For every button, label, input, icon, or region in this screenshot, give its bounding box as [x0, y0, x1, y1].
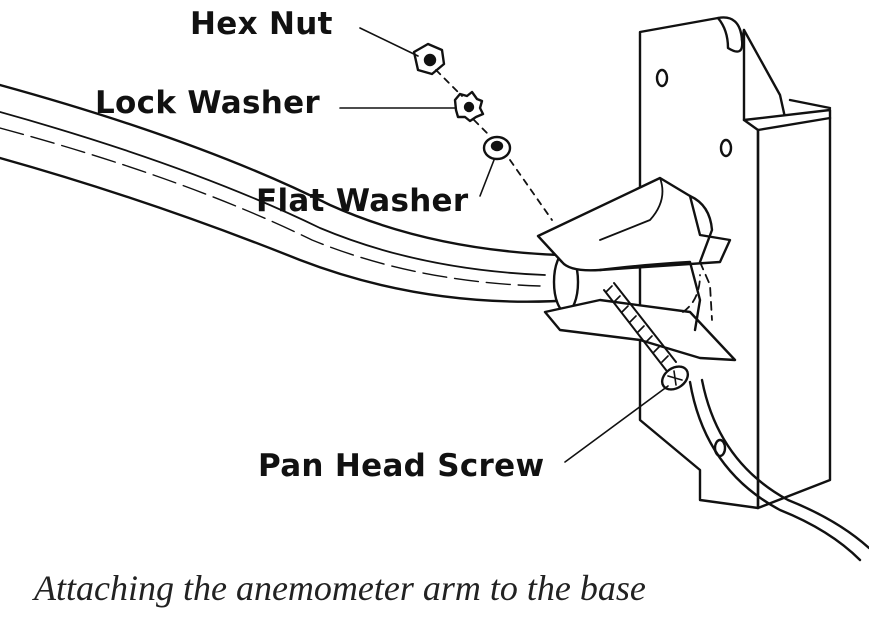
lock-washer: [453, 90, 485, 123]
flat-washer: [482, 135, 512, 161]
label-lock-washer: Lock Washer: [95, 85, 320, 121]
leader-flat-washer: [479, 159, 495, 197]
mount-hole-top-right: [719, 138, 733, 158]
mount-hole-top-left: [655, 68, 669, 88]
leader-hex-nut: [359, 27, 419, 57]
label-flat-washer: Flat Washer: [256, 183, 469, 219]
leader-pan-head-screw: [564, 385, 669, 463]
pan-head-screw: [603, 282, 690, 391]
hex-nut: [412, 42, 446, 76]
sensor-cable: [688, 378, 869, 562]
label-pan-head-screw: Pan Head Screw: [258, 448, 545, 484]
figure-caption: Attaching the anemometer arm to the base: [34, 568, 646, 608]
assembly-axis: [435, 69, 553, 221]
label-hex-nut: Hex Nut: [190, 6, 333, 42]
